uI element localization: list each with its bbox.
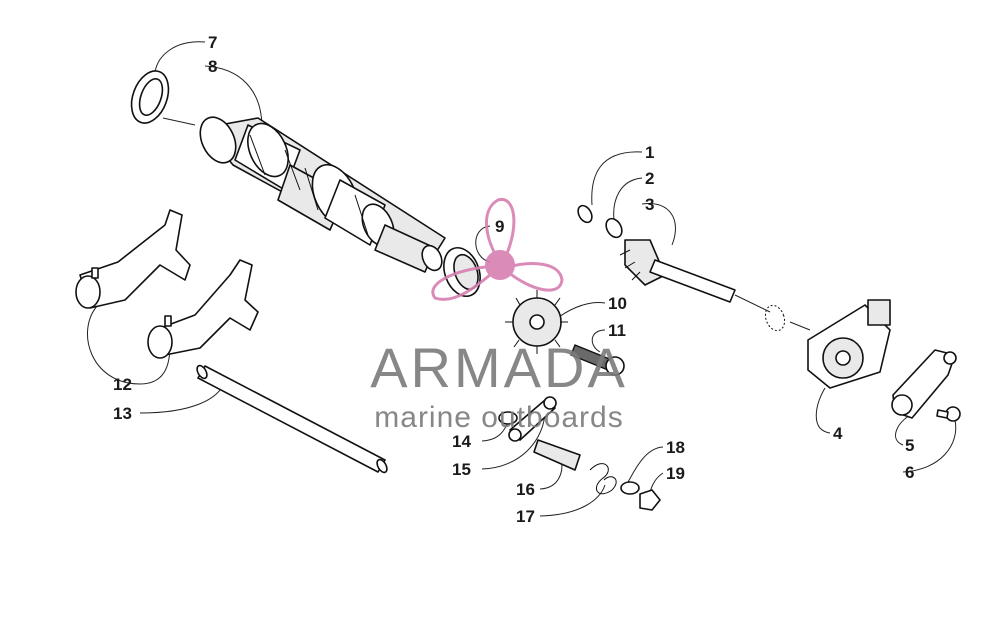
callout-18: 18	[666, 438, 685, 457]
lever-part-5	[891, 349, 957, 419]
callout-2: 2	[645, 169, 654, 188]
callout-1: 1	[645, 143, 654, 162]
propeller-icon	[431, 198, 564, 301]
shaft-part-13	[196, 364, 388, 474]
seal-part	[764, 304, 786, 332]
callout-10: 10	[608, 294, 627, 313]
callout-3: 3	[645, 195, 654, 214]
pin-part-16	[533, 439, 581, 471]
callout-16: 16	[516, 480, 535, 499]
callout-8: 8	[208, 57, 217, 76]
clip-part-2	[605, 217, 623, 239]
callout-11: 11	[608, 321, 626, 340]
bolt-part-11	[570, 344, 625, 376]
callout-4: 4	[833, 424, 843, 443]
plate-part-15	[508, 396, 557, 442]
washer-part-1	[577, 204, 593, 224]
plate-part-14	[498, 411, 518, 425]
shift-fork-part-12a	[75, 209, 191, 309]
callout-14: 14	[452, 432, 471, 451]
callout-labels: 7 8 1 2 3 9 10 11 12 13 4 5 6 14 15 16 1…	[113, 33, 914, 526]
washer-part-18	[620, 481, 640, 495]
brand-tagline: marine outboards	[374, 401, 623, 434]
screw-part-6	[936, 406, 961, 422]
callout-6: 6	[905, 463, 914, 482]
armada-logo: ARMADA marine outboards	[370, 198, 628, 434]
callout-19: 19	[666, 464, 685, 483]
callout-7: 7	[208, 33, 217, 52]
callout-9: 9	[495, 217, 504, 236]
nut-part-19	[639, 489, 661, 511]
cover-part-4	[807, 299, 891, 389]
callout-5: 5	[905, 436, 914, 455]
spring-part-17	[589, 463, 617, 495]
callout-15: 15	[452, 460, 471, 479]
washer-part-7	[130, 70, 170, 124]
leader-lines	[87, 41, 957, 517]
callout-13: 13	[113, 404, 132, 423]
gear-part-10	[505, 290, 568, 354]
brand-name: ARMADA	[370, 336, 628, 399]
shift-shaft-part-3	[619, 239, 736, 303]
callout-12: 12	[113, 375, 132, 394]
shift-drum-part-8	[199, 116, 446, 273]
callout-17: 17	[516, 507, 535, 526]
shift-fork-part-12b	[147, 259, 259, 359]
